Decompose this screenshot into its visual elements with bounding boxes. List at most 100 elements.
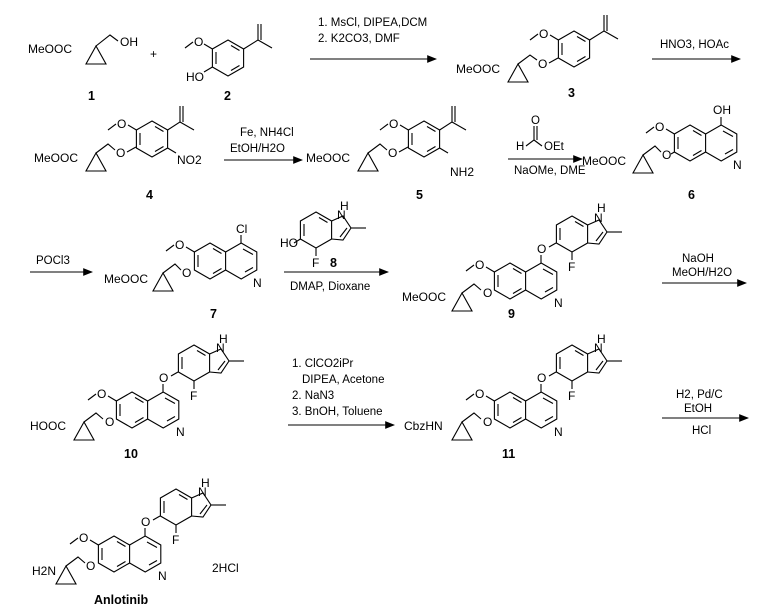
compound-number-3: 3 <box>568 86 575 100</box>
reaction-step-3: Fe, NH4Cl EtOH/H2O <box>224 127 304 164</box>
reagent-line: HNO3, HOAc <box>660 39 729 51</box>
nh-h-label: H <box>597 332 606 346</box>
reagent-line: 1. ClCO2iPr <box>292 358 354 370</box>
hydroxyl-label: OH <box>120 35 138 49</box>
ring-n-label: N <box>158 569 167 583</box>
indole-n-label: N <box>198 485 207 499</box>
ether-o-label: O <box>388 146 397 160</box>
ether-o-label: O <box>105 415 114 429</box>
formate-o-label: O <box>531 115 540 127</box>
reagent-line: 3. BnOH, Toluene <box>292 406 383 418</box>
reaction-step-2: HNO3, HOAc <box>652 39 742 63</box>
hydroxyl-label: OH <box>713 103 731 117</box>
methoxy-o-label: O <box>194 35 203 49</box>
reagent-line: H2, Pd/C <box>676 389 723 401</box>
reaction-step-6: HO F H N 8 DMAP, Dioxane <box>280 199 390 293</box>
compound-number-7: 7 <box>210 307 217 321</box>
ester-label: MeOOC <box>104 272 148 286</box>
compound-10: HOOC O O O N F H N 10 <box>30 332 245 461</box>
methoxy-o-label: O <box>389 117 398 131</box>
compound-7: MeOOC O O Cl N 7 <box>104 222 262 321</box>
compound-number-1: 1 <box>88 89 95 103</box>
amine-label: H2N <box>32 564 56 578</box>
reaction-step-4: H O OEt NaOMe, DME <box>508 115 586 177</box>
ring-n-label: N <box>733 158 742 172</box>
ether-o-label: O <box>538 57 547 71</box>
reagent-line: MeOH/H2O <box>672 267 732 279</box>
reaction-step-8: 1. ClCO2iPr DIPEA, Acetone 2. NaN3 3. Bn… <box>288 358 396 429</box>
compound-2: O HO 2 <box>184 24 273 103</box>
ester-label: MeOOC <box>402 290 446 304</box>
final-product-name: Anlotinib <box>94 593 149 607</box>
reagent-line: 1. MsCl, DIPEA,DCM <box>318 17 427 29</box>
compound-5: MeOOC O O NH2 5 <box>306 106 474 202</box>
carbamate-label: CbzHN <box>404 419 443 433</box>
chloro-label: Cl <box>236 222 247 236</box>
ester-label: MeOOC <box>582 154 626 168</box>
linker-o-label: O <box>141 515 150 529</box>
methoxy-o-label: O <box>175 238 184 252</box>
reagent-line: 2. NaN3 <box>292 390 334 402</box>
compound-number-10: 10 <box>124 447 138 461</box>
reaction-step-9: H2, Pd/C EtOH HCl <box>662 389 750 437</box>
reaction-step-1: 1. MsCl, DIPEA,DCM 2. K2CO3, DMF <box>310 17 438 63</box>
ether-o-label: O <box>483 415 492 429</box>
ether-o-label: O <box>662 148 671 162</box>
ether-o-label: O <box>483 286 492 300</box>
fluoro-label: F <box>172 533 179 547</box>
compound-number-11: 11 <box>502 447 515 461</box>
hydroxyl-label: HO <box>186 70 204 84</box>
linker-o-label: O <box>159 371 168 385</box>
fluoro-label: F <box>568 260 575 274</box>
ring-n-label: N <box>176 425 185 439</box>
nh-h-label: H <box>201 476 210 490</box>
reagent-line: EtOH/H2O <box>230 143 285 155</box>
reagent-line: HCl <box>692 425 711 437</box>
formate-oet-label: OEt <box>544 141 565 153</box>
reagent-line: 2. K2CO3, DMF <box>318 33 400 45</box>
reagent-line: DIPEA, Acetone <box>302 374 384 386</box>
nh-h-label: H <box>340 199 349 213</box>
compound-number-8: 8 <box>330 256 337 270</box>
nitro-label: NO2 <box>177 153 202 167</box>
compound-8: HO F H N 8 <box>280 199 367 270</box>
indole-n-label: N <box>594 211 603 225</box>
compound-9: MeOOC O O O N F H N 9 <box>402 201 623 321</box>
reaction-step-7: NaOH MeOH/H2O <box>662 253 748 287</box>
compound-4: MeOOC O O NO2 4 <box>34 106 202 202</box>
methoxy-o-label: O <box>97 387 106 401</box>
nh-h-label: H <box>219 332 228 346</box>
methoxy-o-label: O <box>475 258 484 272</box>
indole-n-label: N <box>594 341 603 355</box>
nh-h-label: H <box>597 201 606 215</box>
indole-n-label: N <box>216 341 225 355</box>
salt-label: 2HCl <box>212 561 239 575</box>
reagent-line: DMAP, Dioxane <box>290 281 370 293</box>
ether-o-label: O <box>116 146 125 160</box>
methoxy-o-label: O <box>539 27 548 41</box>
formate-h-label: H <box>516 141 524 153</box>
methoxy-o-label: O <box>79 531 88 545</box>
ring-n-label: N <box>554 296 563 310</box>
ring-n-label: N <box>253 276 262 290</box>
compound-3: MeOOC O O 3 <box>456 15 619 100</box>
methoxy-o-label: O <box>117 117 126 131</box>
reagent-line: Fe, NH4Cl <box>240 127 294 139</box>
methoxy-o-label: O <box>475 387 484 401</box>
ester-label: MeOOC <box>456 62 500 76</box>
compound-1: MeOOC OH 1 <box>28 34 138 103</box>
linker-o-label: O <box>537 242 546 256</box>
methoxy-o-label: O <box>655 120 664 134</box>
reagent-line: NaOH <box>682 253 714 265</box>
compound-number-4: 4 <box>146 188 153 202</box>
ether-o-label: O <box>182 266 191 280</box>
fluoro-label: F <box>568 389 575 403</box>
ester-label: MeOOC <box>28 42 72 56</box>
compound-number-9: 9 <box>508 307 515 321</box>
amine-label: NH2 <box>450 165 474 179</box>
acid-label: HOOC <box>30 419 66 433</box>
compound-number-2: 2 <box>224 89 231 103</box>
hydroxyl-label: HO <box>280 236 298 250</box>
compound-number-6: 6 <box>688 188 695 202</box>
